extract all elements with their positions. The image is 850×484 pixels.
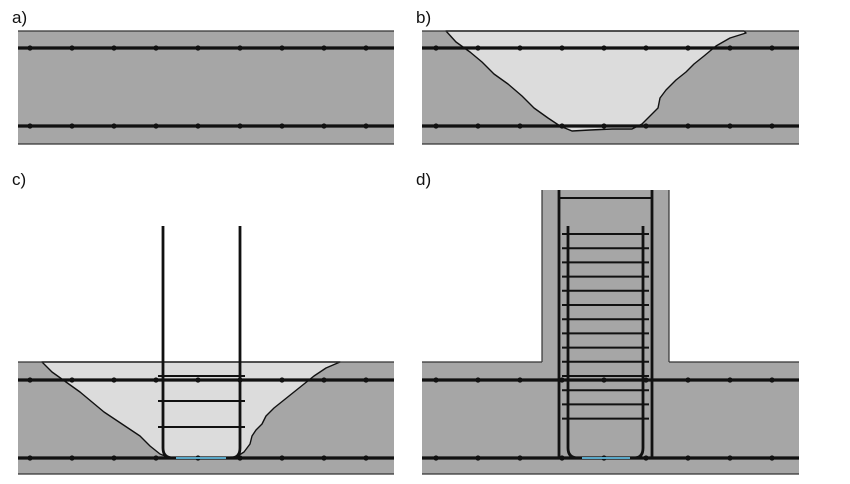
- panel-d-bottom-dots-dot: [727, 455, 733, 461]
- panel-c-bottom-dots-dot: [237, 455, 243, 461]
- panel-d-bottom-dots-dot: [685, 455, 691, 461]
- panel-a-top-dots-dot: [279, 45, 285, 51]
- panel-c-bottom-dots-dot: [27, 455, 33, 461]
- panel-a-top-dots-dot: [153, 45, 159, 51]
- panel-c-top-dots-dot: [27, 377, 33, 383]
- panel-c-bottom-dots-dot: [279, 455, 285, 461]
- panel-b-top-dots-dot: [769, 45, 775, 51]
- panel-a-top-dots-dot: [321, 45, 327, 51]
- panel-b-bottom-dots-dot: [559, 123, 565, 129]
- panel-a-top-dots-dot: [69, 45, 75, 51]
- panel-d-top-dots-dot: [433, 377, 439, 383]
- panel-c-label: c): [12, 170, 27, 189]
- panel-a-bottom-dots-dot: [237, 123, 243, 129]
- panel-b-top-dots-dot: [475, 45, 481, 51]
- panel-c-top-dots-dot: [363, 377, 369, 383]
- panel-d-bottom-dots-dot: [475, 455, 481, 461]
- panel-a: [18, 30, 394, 145]
- panel-d-top-dots-dot: [727, 377, 733, 383]
- panel-c-bottom-dots-dot: [111, 455, 117, 461]
- panel-b-top-dots-dot: [685, 45, 691, 51]
- panel-a-top-dots: [27, 45, 369, 51]
- panel-d-bottom-dots-dot: [559, 455, 565, 461]
- panel-b-label: b): [416, 8, 432, 27]
- panel-d-top-dots-dot: [769, 377, 775, 383]
- panel-b-bottom-dots-dot: [643, 123, 649, 129]
- panel-d-column-ties: [562, 233, 649, 420]
- panel-b-top-dots-dot: [517, 45, 523, 51]
- panel-c: [18, 226, 394, 475]
- panel-a-bottom-dots-dot: [153, 123, 159, 129]
- panel-d-top-dots-dot: [517, 377, 523, 383]
- panel-d-bottom-dots-dot: [517, 455, 523, 461]
- panel-d-top-dots-dot: [601, 377, 607, 383]
- panel-c-bottom-dots-dot: [363, 455, 369, 461]
- panel-a-label: a): [12, 8, 28, 27]
- panel-d-label: d): [416, 170, 432, 189]
- panel-b-top-dots-dot: [559, 45, 565, 51]
- panel-b-top-dots-dot: [643, 45, 649, 51]
- panel-b-bottom-dots-dot: [517, 123, 523, 129]
- panel-d-top-dots: [433, 377, 775, 383]
- panel-c-bottom-dots-dot: [153, 455, 159, 461]
- panel-a-bottom-dots-dot: [195, 123, 201, 129]
- panel-b-top-dots-dot: [601, 45, 607, 51]
- panel-a-top-dots-dot: [27, 45, 33, 51]
- panel-b-bottom-dots-dot: [727, 123, 733, 129]
- panel-c-top-dots-dot: [195, 377, 201, 383]
- panel-b-bottom-dots: [433, 123, 775, 129]
- panel-d-top-dots-dot: [475, 377, 481, 383]
- panel-a-bottom-dots-dot: [363, 123, 369, 129]
- panel-a-top-dots-dot: [111, 45, 117, 51]
- panel-b-bottom-dots-dot: [475, 123, 481, 129]
- panel-a-top-dots-dot: [195, 45, 201, 51]
- panel-b-top-dots: [433, 45, 775, 51]
- panel-a-bottom-dots-dot: [111, 123, 117, 129]
- panel-c-bottom-dots-dot: [321, 455, 327, 461]
- panel-d-bottom-dots-dot: [643, 455, 649, 461]
- panel-a-bottom-dots-dot: [27, 123, 33, 129]
- panel-a-bottom-dots-dot: [279, 123, 285, 129]
- panel-d-top-dots-dot: [685, 377, 691, 383]
- panel-b-top-dots-dot: [727, 45, 733, 51]
- panel-c-bottom-dots-dot: [69, 455, 75, 461]
- panel-b-top-dots-dot: [433, 45, 439, 51]
- panel-b-bottom-dots-dot: [601, 123, 607, 129]
- panel-b: [422, 30, 799, 145]
- panel-b-bottom-dots-dot: [685, 123, 691, 129]
- panel-a-top-dots-dot: [237, 45, 243, 51]
- panel-c-top-dots-dot: [153, 377, 159, 383]
- panel-c-bottom-dots: [27, 455, 369, 461]
- panel-d-top-dots-dot: [643, 377, 649, 383]
- panel-c-top-dots-dot: [111, 377, 117, 383]
- panel-b-bottom-dots-dot: [433, 123, 439, 129]
- panel-c-top-dots-dot: [321, 377, 327, 383]
- panel-a-top-dots-dot: [363, 45, 369, 51]
- panel-d-top-dots-dot: [559, 377, 565, 383]
- panel-a-bottom-dots: [27, 123, 369, 129]
- panel-c-top-dots-dot: [279, 377, 285, 383]
- panel-d: [422, 190, 799, 475]
- panel-c-top-dots-dot: [69, 377, 75, 383]
- panel-a-bottom-dots-dot: [321, 123, 327, 129]
- panel-a-bottom-dots-dot: [69, 123, 75, 129]
- panel-d-bottom-dots-dot: [433, 455, 439, 461]
- panel-b-bottom-dots-dot: [769, 123, 775, 129]
- panel-d-bottom-dots-dot: [769, 455, 775, 461]
